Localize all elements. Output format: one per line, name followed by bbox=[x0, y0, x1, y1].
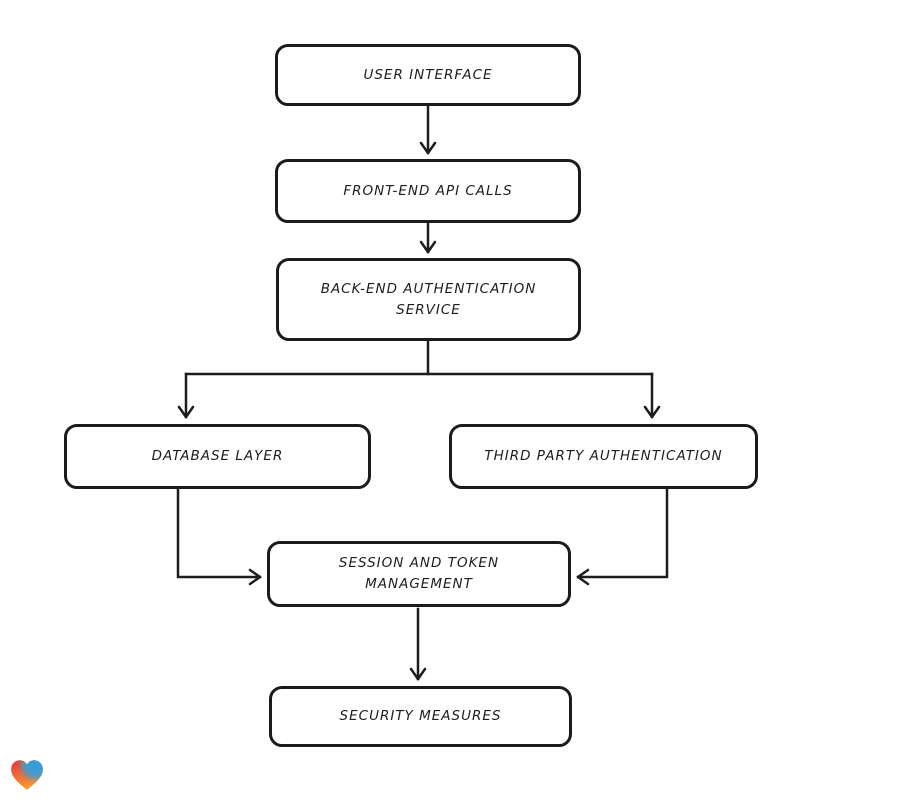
node-label: BACK-END AUTHENTICATION SERVICE bbox=[320, 280, 537, 318]
connector-thirdparty-to-session bbox=[576, 487, 669, 586]
node-session-and-token-management[interactable]: SESSION AND TOKEN MANAGEMENT bbox=[267, 541, 571, 607]
heart-icon bbox=[11, 760, 43, 790]
node-front-end-api-calls[interactable]: FRONT-END API CALLS bbox=[275, 159, 581, 223]
node-back-end-authentication-service[interactable]: BACK-END AUTHENTICATION SERVICE bbox=[276, 258, 581, 341]
node-label: USER INTERFACE bbox=[363, 66, 493, 83]
node-label: FRONT-END API CALLS bbox=[343, 182, 513, 199]
node-database-layer[interactable]: DATABASE LAYER bbox=[64, 424, 371, 489]
node-label: THIRD PARTY AUTHENTICATION bbox=[484, 448, 723, 465]
node-user-interface[interactable]: USER INTERFACE bbox=[275, 44, 581, 106]
connector-database-to-session bbox=[176, 487, 262, 586]
heart-logo bbox=[8, 757, 46, 793]
node-label: DATABASE LAYER bbox=[151, 448, 284, 465]
node-third-party-authentication[interactable]: THIRD PARTY AUTHENTICATION bbox=[449, 424, 758, 489]
node-security-measures[interactable]: SECURITY MEASURES bbox=[269, 686, 572, 747]
node-label: SECURITY MEASURES bbox=[339, 708, 502, 725]
node-label: SESSION AND TOKEN MANAGEMENT bbox=[338, 555, 500, 592]
